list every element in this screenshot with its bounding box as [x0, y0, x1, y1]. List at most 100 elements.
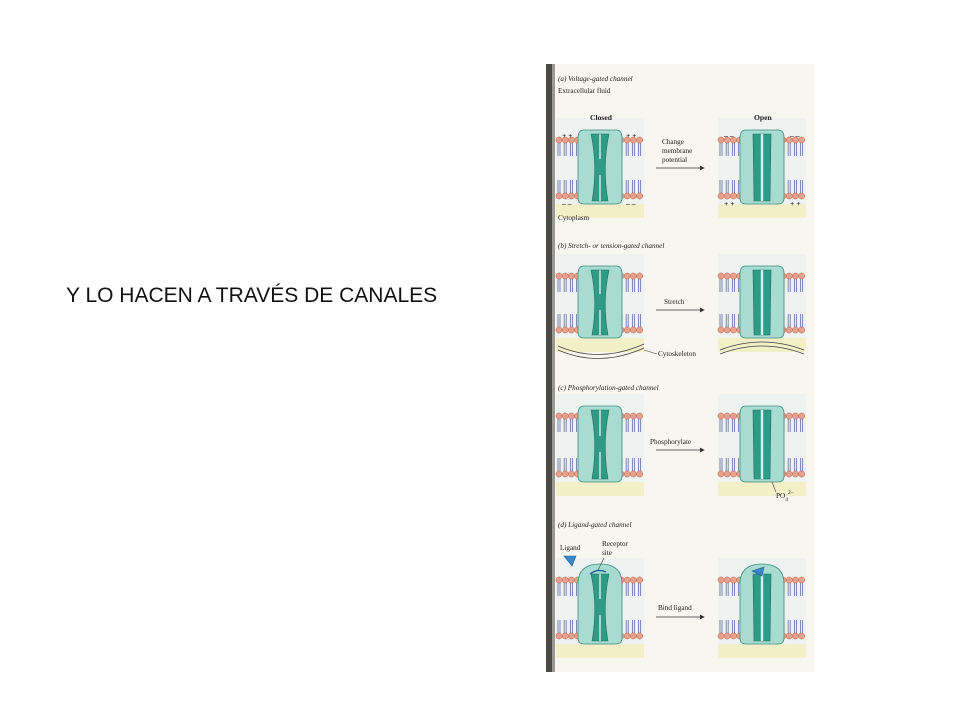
lipid-head	[630, 326, 637, 334]
receptor-leader	[597, 557, 605, 571]
lipid-head	[630, 412, 637, 420]
panel-a-channel-open	[739, 129, 785, 205]
panel-a-channel-closed	[577, 129, 623, 205]
panel-a-title: (a) Voltage-gated channel	[558, 75, 633, 83]
charge-open-bottom-left: + +	[724, 199, 735, 208]
pore-gap	[760, 574, 764, 641]
book-spine-edge	[552, 64, 555, 672]
channel-pore-core	[590, 573, 610, 642]
panel-c-title: (c) Phosphorylation-gated channel	[558, 384, 659, 392]
cytoskeleton-fiber	[719, 345, 805, 355]
lipid-head	[723, 576, 731, 584]
lipid-head	[630, 272, 637, 280]
lipid-head	[561, 632, 569, 640]
lipid-head	[568, 326, 575, 334]
lipid-head	[785, 272, 793, 280]
lipid-head	[568, 632, 575, 640]
panel-d-channel-closed	[577, 563, 623, 645]
charge-closed-bottom-right: – –	[625, 199, 636, 208]
lipid-head	[561, 272, 569, 280]
ligand-label: Ligand	[560, 544, 581, 552]
lipid-head	[555, 470, 563, 478]
lipid-head	[623, 632, 631, 640]
lipid-head	[798, 136, 805, 144]
closed-label: Closed	[590, 113, 613, 122]
lipid-head	[792, 412, 799, 420]
lipid-head	[568, 412, 575, 420]
lipid-head	[568, 272, 575, 280]
bound-ligand-shape	[751, 566, 765, 577]
lipid-head	[785, 412, 793, 420]
cytoskeleton-leader	[643, 349, 658, 355]
lipid-head	[730, 632, 737, 640]
lipid-head	[730, 272, 737, 280]
arrow-c-label: Phosphorylate	[650, 438, 691, 446]
lipid-head	[730, 576, 737, 584]
cytoplasm-label: Cytoplasm	[558, 214, 590, 222]
channel-pore-core	[590, 409, 610, 480]
lipid-head	[785, 576, 793, 584]
lipid-head	[717, 470, 725, 478]
lipid-head	[561, 576, 569, 584]
charge-open-top-right: – –	[789, 131, 800, 140]
lipid-head	[792, 272, 799, 280]
textbook-figure: (a) Voltage-gated channel Extracellular …	[546, 64, 814, 672]
lipid-head	[730, 470, 737, 478]
lipid-head	[630, 470, 637, 478]
lipid-head	[555, 632, 563, 640]
lipid-head	[717, 272, 725, 280]
lipid-head	[623, 272, 631, 280]
open-label: Open	[754, 113, 773, 122]
lipid-head	[798, 632, 805, 640]
ligand-shape	[563, 555, 577, 567]
lipid-head	[798, 576, 805, 584]
cytoskeleton-fiber	[557, 347, 645, 359]
phosphate-label: PO42–	[776, 490, 794, 503]
receptor-label-line-1: Receptor	[602, 540, 629, 548]
lipid-head	[723, 470, 731, 478]
lipid-head	[555, 576, 563, 584]
lipid-head	[623, 412, 631, 420]
channel-gating-diagram: (a) Voltage-gated channel Extracellular …	[555, 75, 806, 658]
panel-d-title: (d) Ligand-gated channel	[558, 521, 631, 529]
lipid-head	[636, 412, 643, 420]
lipid-head	[717, 326, 725, 334]
panel-b-channel-closed	[577, 265, 623, 339]
lipid-head	[636, 192, 643, 200]
panel-d-cyto-right	[718, 644, 806, 658]
lipid-head	[623, 470, 631, 478]
cytoskeleton-label: Cytoskeleton	[658, 350, 696, 358]
panel-d-channel-open	[739, 563, 785, 645]
lipid-head	[636, 470, 643, 478]
lipid-head	[623, 576, 631, 584]
charge-open-bottom-right: + +	[790, 199, 801, 208]
lipid-head	[561, 326, 569, 334]
phosphate-leader	[771, 481, 777, 493]
cytoskeleton-fiber	[719, 341, 805, 351]
panel-c-cyto-left	[556, 482, 644, 496]
lipid-head	[717, 576, 725, 584]
lipid-head	[723, 272, 731, 280]
lipid-head	[630, 632, 637, 640]
panel-c-channel-open	[739, 405, 785, 483]
slide-headline: Y LO HACEN A TRAVÉS DE CANALES	[66, 284, 438, 307]
lipid-head	[723, 326, 731, 334]
extracellular-label: Extracellular fluid	[558, 87, 611, 95]
charge-closed-bottom-left: – –	[561, 199, 572, 208]
lipid-head	[792, 470, 799, 478]
panel-a-cyto-right	[718, 204, 806, 218]
charge-closed-top-right: + +	[626, 131, 637, 140]
lipid-head	[555, 412, 563, 420]
charge-open-top-left: – –	[723, 131, 734, 140]
arrow-a-line-1: Change	[662, 138, 684, 146]
lipid-head	[723, 632, 731, 640]
lipid-head	[636, 576, 643, 584]
arrow-d-label: Bind ligand	[658, 604, 692, 612]
pore-gap	[760, 270, 764, 335]
lipid-head	[555, 272, 563, 280]
lipid-head	[568, 576, 575, 584]
lipid-head	[730, 326, 737, 334]
pore-gap	[760, 410, 764, 479]
lipid-head	[630, 576, 637, 584]
lipid-head	[798, 272, 805, 280]
